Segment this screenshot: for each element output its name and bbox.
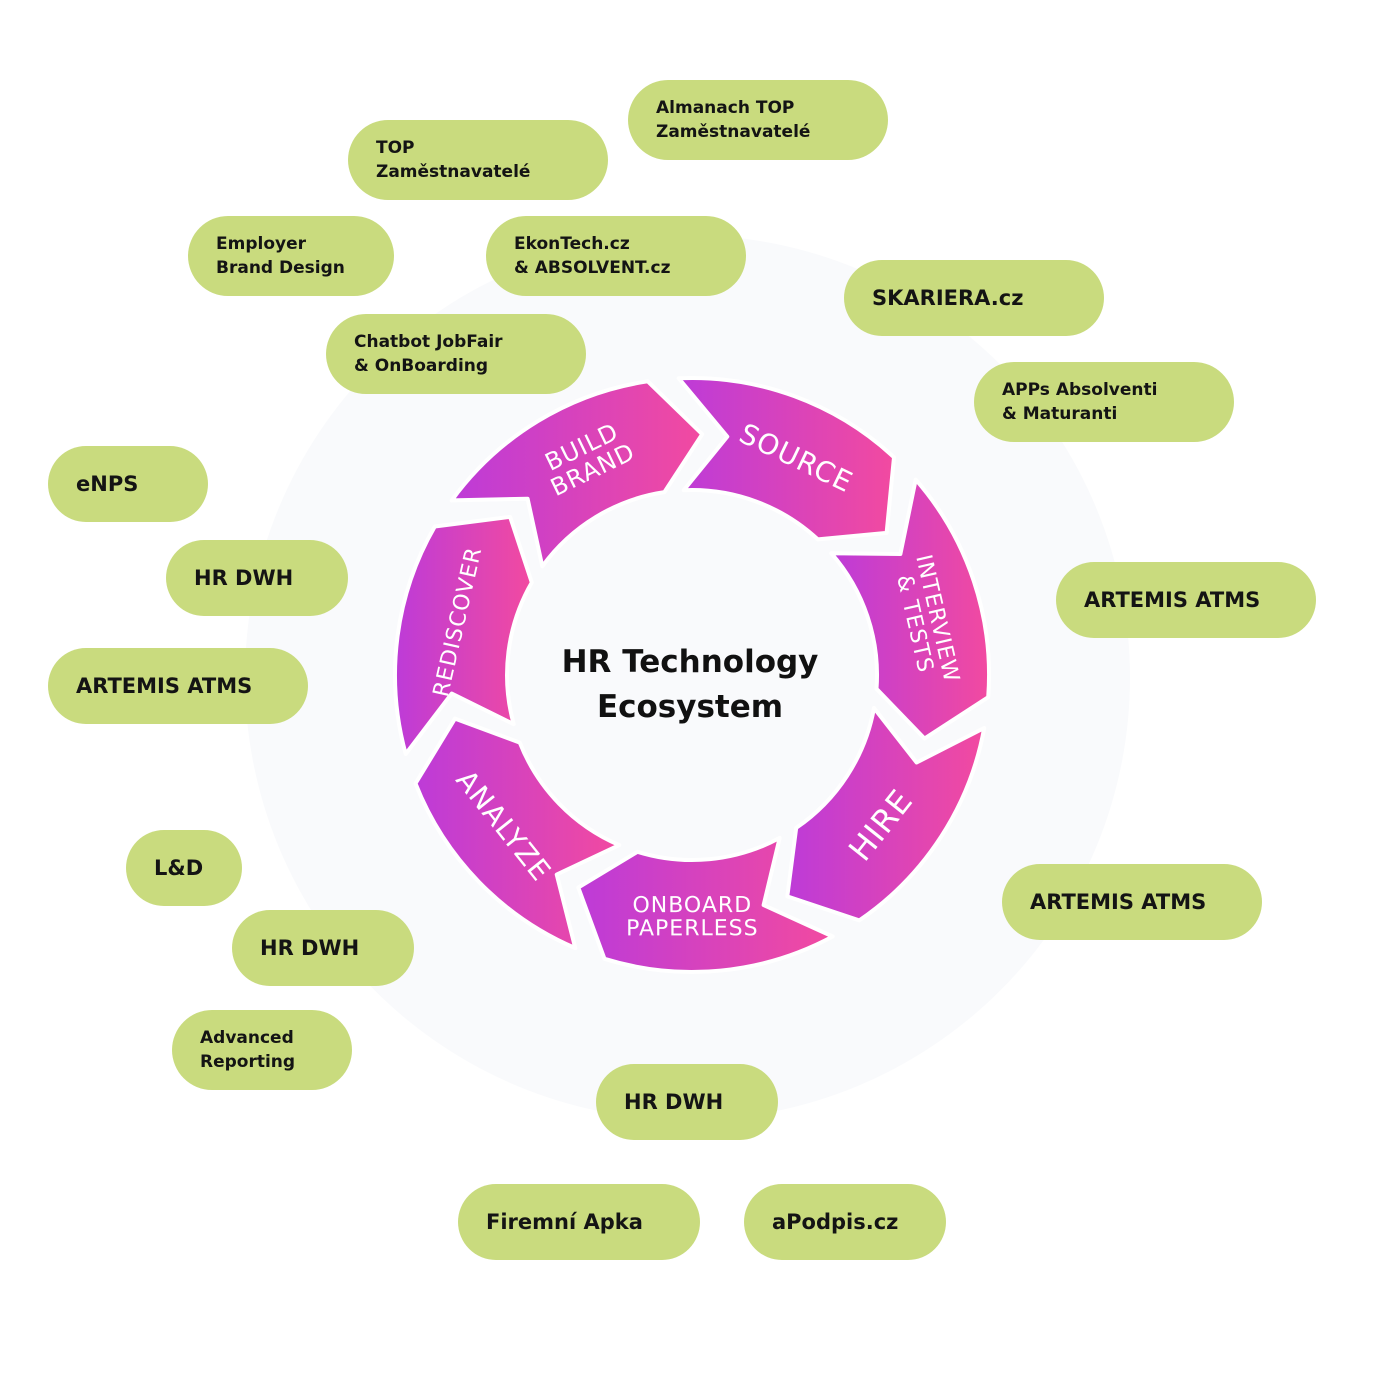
cycle-segment-hire[interactable] [785, 706, 987, 923]
pill-hr-dwh-3-label: HR DWH [624, 1090, 724, 1114]
pill-advanced-line1: Advanced [200, 1028, 294, 1048]
center-title: HR Technology Ecosystem [490, 640, 890, 730]
cycle-segment-rediscover[interactable] [393, 514, 534, 756]
center-title-line2: Ecosystem [596, 689, 784, 725]
pill-skariera-label: SKARIERA.cz [872, 286, 1024, 310]
pill-almanach-line2: Zaměstnavatelé [656, 122, 811, 142]
pill-apodpis-label: aPodpis.cz [772, 1210, 899, 1234]
pill-artemis-left-label: ARTEMIS ATMS [76, 674, 253, 698]
pill-skariera[interactable]: SKARIERA.cz [844, 260, 1104, 336]
pill-top-zamestnavatele[interactable]: TOP Zaměstnavatelé [348, 120, 608, 200]
pill-employer-line2: Brand Design [216, 258, 345, 278]
pill-ld[interactable]: L&D [126, 830, 242, 906]
pill-hr-dwh-3[interactable]: HR DWH [596, 1064, 778, 1140]
pill-artemis-right-2[interactable]: ARTEMIS ATMS [1002, 864, 1262, 940]
pill-almanach[interactable]: Almanach TOP Zaměstnavatelé [628, 80, 888, 160]
cycle-segment-interview-tests[interactable] [829, 477, 991, 741]
pill-ekontech[interactable]: EkonTech.cz & ABSOLVENT.cz [486, 216, 746, 296]
pill-apodpis[interactable]: aPodpis.cz [744, 1184, 946, 1260]
pill-hr-dwh-2[interactable]: HR DWH [232, 910, 414, 986]
pill-firemni-apka[interactable]: Firemní Apka [458, 1184, 700, 1260]
pill-hr-dwh-1-label: HR DWH [194, 566, 294, 590]
pill-artemis-right-1[interactable]: ARTEMIS ATMS [1056, 562, 1316, 638]
pill-top-line1: TOP [376, 138, 415, 158]
cycle-segment-onboard-paperless[interactable] [576, 835, 835, 974]
pill-enps[interactable]: eNPS [48, 446, 208, 522]
pill-apps[interactable]: APPs Absolventi & Maturanti [974, 362, 1234, 442]
pill-apps-line1: APPs Absolventi [1002, 380, 1158, 400]
pill-apps-line2: & Maturanti [1002, 404, 1118, 424]
pill-chatbot-line1: Chatbot JobFair [354, 332, 503, 352]
cycle-segment-source[interactable] [676, 376, 896, 542]
pill-ekontech-line1: EkonTech.cz [514, 234, 630, 254]
pill-employer-line1: Employer [216, 234, 306, 254]
center-title-line1: HR Technology [561, 644, 819, 680]
cycle-label-onboard-paperless-line2: PAPERLESS [626, 916, 758, 941]
pill-artemis-right-2-label: ARTEMIS ATMS [1030, 890, 1207, 914]
pill-top-line2: Zaměstnavatelé [376, 162, 531, 182]
pill-hr-dwh-2-label: HR DWH [260, 936, 360, 960]
pill-hr-dwh-1[interactable]: HR DWH [166, 540, 348, 616]
pill-almanach-line1: Almanach TOP [656, 98, 795, 118]
pill-ekontech-line2: & ABSOLVENT.cz [514, 258, 671, 278]
pill-chatbot-line2: & OnBoarding [354, 356, 489, 376]
cycle-segment-build-brand[interactable] [449, 379, 705, 569]
pill-artemis-left[interactable]: ARTEMIS ATMS [48, 648, 308, 724]
pill-artemis-right-1-label: ARTEMIS ATMS [1084, 588, 1261, 612]
pill-employer-brand-design[interactable]: Employer Brand Design [188, 216, 394, 296]
pill-advanced-reporting[interactable]: Advanced Reporting [172, 1010, 352, 1090]
cycle-segment-analyze[interactable] [413, 716, 622, 951]
cycle-label-onboard-paperless-line1: ONBOARD [632, 893, 752, 918]
pill-enps-label: eNPS [76, 472, 139, 496]
pill-firemni-label: Firemní Apka [486, 1210, 643, 1234]
pill-chatbot[interactable]: Chatbot JobFair & OnBoarding [326, 314, 586, 394]
pill-advanced-line2: Reporting [200, 1052, 296, 1072]
pill-ld-label: L&D [154, 856, 204, 880]
